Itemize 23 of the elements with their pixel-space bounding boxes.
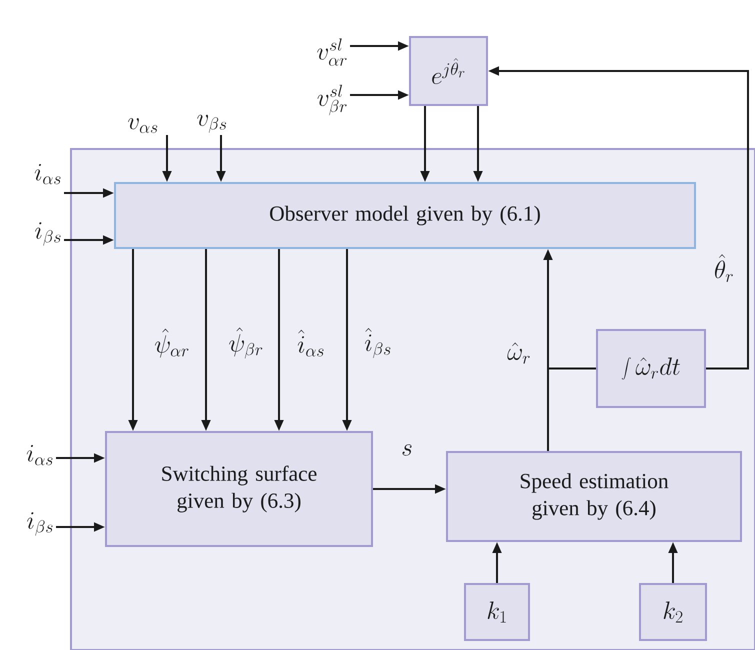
edge-label: $\hat{\psi}_{\alpha r}$: [153, 328, 191, 358]
edge-label: $s$: [400, 444, 414, 456]
input-label: $i_{\alpha s}$: [26, 444, 52, 466]
edge-label: $\hat{\theta}_r$: [713, 253, 735, 283]
block-box: $e^{j\hat{\theta}_r}$: [409, 36, 488, 106]
input-label: $v_{\alpha r}^{sl}$: [317, 38, 347, 66]
input-label: $v_{\beta s}$: [197, 114, 226, 133]
edge-label: $\hat{i}_{\beta s}$: [363, 327, 393, 359]
block-box: $\int \hat{\omega}_r dt$: [596, 329, 706, 408]
block-box: Observer model given by (6.1): [114, 182, 696, 249]
input-label: $i_{\beta s}$: [35, 222, 60, 246]
input-label: $v_{\beta r}^{sl}$: [318, 84, 347, 116]
input-label: $i_{\beta s}$: [27, 512, 52, 536]
input-label: $v_{\alpha s}$: [128, 118, 158, 133]
block-box: Switching surface given by (6.3): [105, 431, 373, 547]
block-box: Speed estimation given by (6.4): [446, 451, 742, 542]
block-box: $k_1$: [464, 583, 530, 641]
edge-label: $\hat{i}_{\alpha s}$: [296, 328, 326, 358]
block-box: $k_2$: [639, 583, 707, 641]
edge-label: $\hat{\psi}_{\beta r}$: [228, 326, 264, 360]
input-label: $i_{\alpha s}$: [34, 164, 60, 184]
edge-label: $\hat{\omega}_r$: [506, 342, 532, 364]
connector-line: [547, 368, 596, 451]
